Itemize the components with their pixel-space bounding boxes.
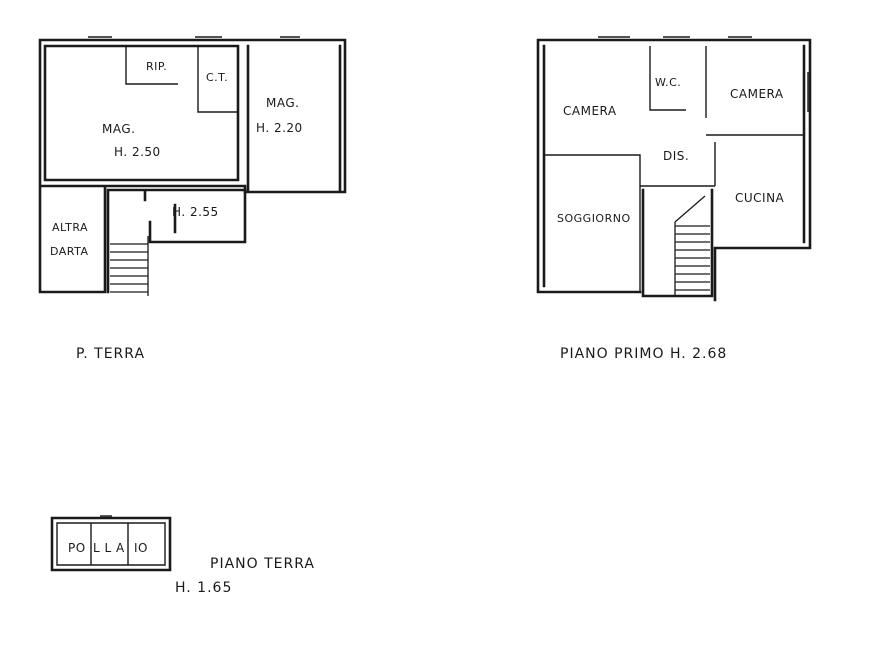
cucina-label: CUCINA bbox=[735, 191, 785, 205]
ground-floor-stairs bbox=[110, 236, 149, 296]
rip-room-walls bbox=[125, 46, 178, 85]
first-floor-interior-walls bbox=[544, 46, 804, 292]
ground-floor-plan: RIP. C.T. MAG. H. 2.50 MAG. H. 2.20 H. 2… bbox=[38, 36, 347, 362]
ground-floor-walls bbox=[38, 38, 347, 294]
altra-label-line2: DARTA bbox=[50, 245, 89, 258]
mag-side-height-label: H. 2.20 bbox=[256, 121, 303, 135]
camera-right-label: CAMERA bbox=[730, 87, 784, 101]
mag-main-height-label: H. 2.50 bbox=[114, 145, 161, 159]
camera-left-label: CAMERA bbox=[563, 104, 617, 118]
pollaio-walls bbox=[50, 516, 172, 572]
mag-main-name-label: MAG. bbox=[102, 122, 135, 136]
pollaio-cell2-label: L L A bbox=[93, 541, 125, 555]
first-floor-stairwell bbox=[641, 188, 714, 298]
ct-room-walls bbox=[197, 46, 238, 113]
pollaio-cell1-label: PO bbox=[68, 541, 86, 555]
mag-side-name-label: MAG. bbox=[266, 96, 299, 110]
h255-label: H. 2.55 bbox=[172, 205, 219, 219]
entrance-block-walls bbox=[106, 188, 247, 294]
wc-label: W.C. bbox=[655, 76, 681, 89]
soggiorno-label: SOGGIORNO bbox=[557, 212, 631, 225]
altra-label-line1: ALTRA bbox=[52, 221, 88, 234]
rip-label: RIP. bbox=[146, 60, 167, 73]
pollaio-caption-line2: H. 1.65 bbox=[175, 580, 232, 596]
ground-floor-caption: P. TERRA bbox=[76, 346, 145, 362]
first-floor-stairs bbox=[674, 195, 710, 296]
first-floor-caption: PIANO PRIMO H. 2.68 bbox=[560, 346, 727, 362]
dis-label: DIS. bbox=[663, 149, 689, 163]
first-floor-outer-walls bbox=[536, 38, 812, 302]
ct-label: C.T. bbox=[206, 71, 228, 84]
pollaio-plan: PO L L A IO PIANO TERRA H. 1.65 bbox=[50, 515, 315, 596]
pollaio-cell3-label: IO bbox=[134, 541, 148, 555]
pollaio-caption-line1: PIANO TERRA bbox=[210, 556, 315, 572]
first-floor-plan: CAMERA W.C. CAMERA DIS. SOGGIORNO CUCINA… bbox=[536, 36, 812, 362]
